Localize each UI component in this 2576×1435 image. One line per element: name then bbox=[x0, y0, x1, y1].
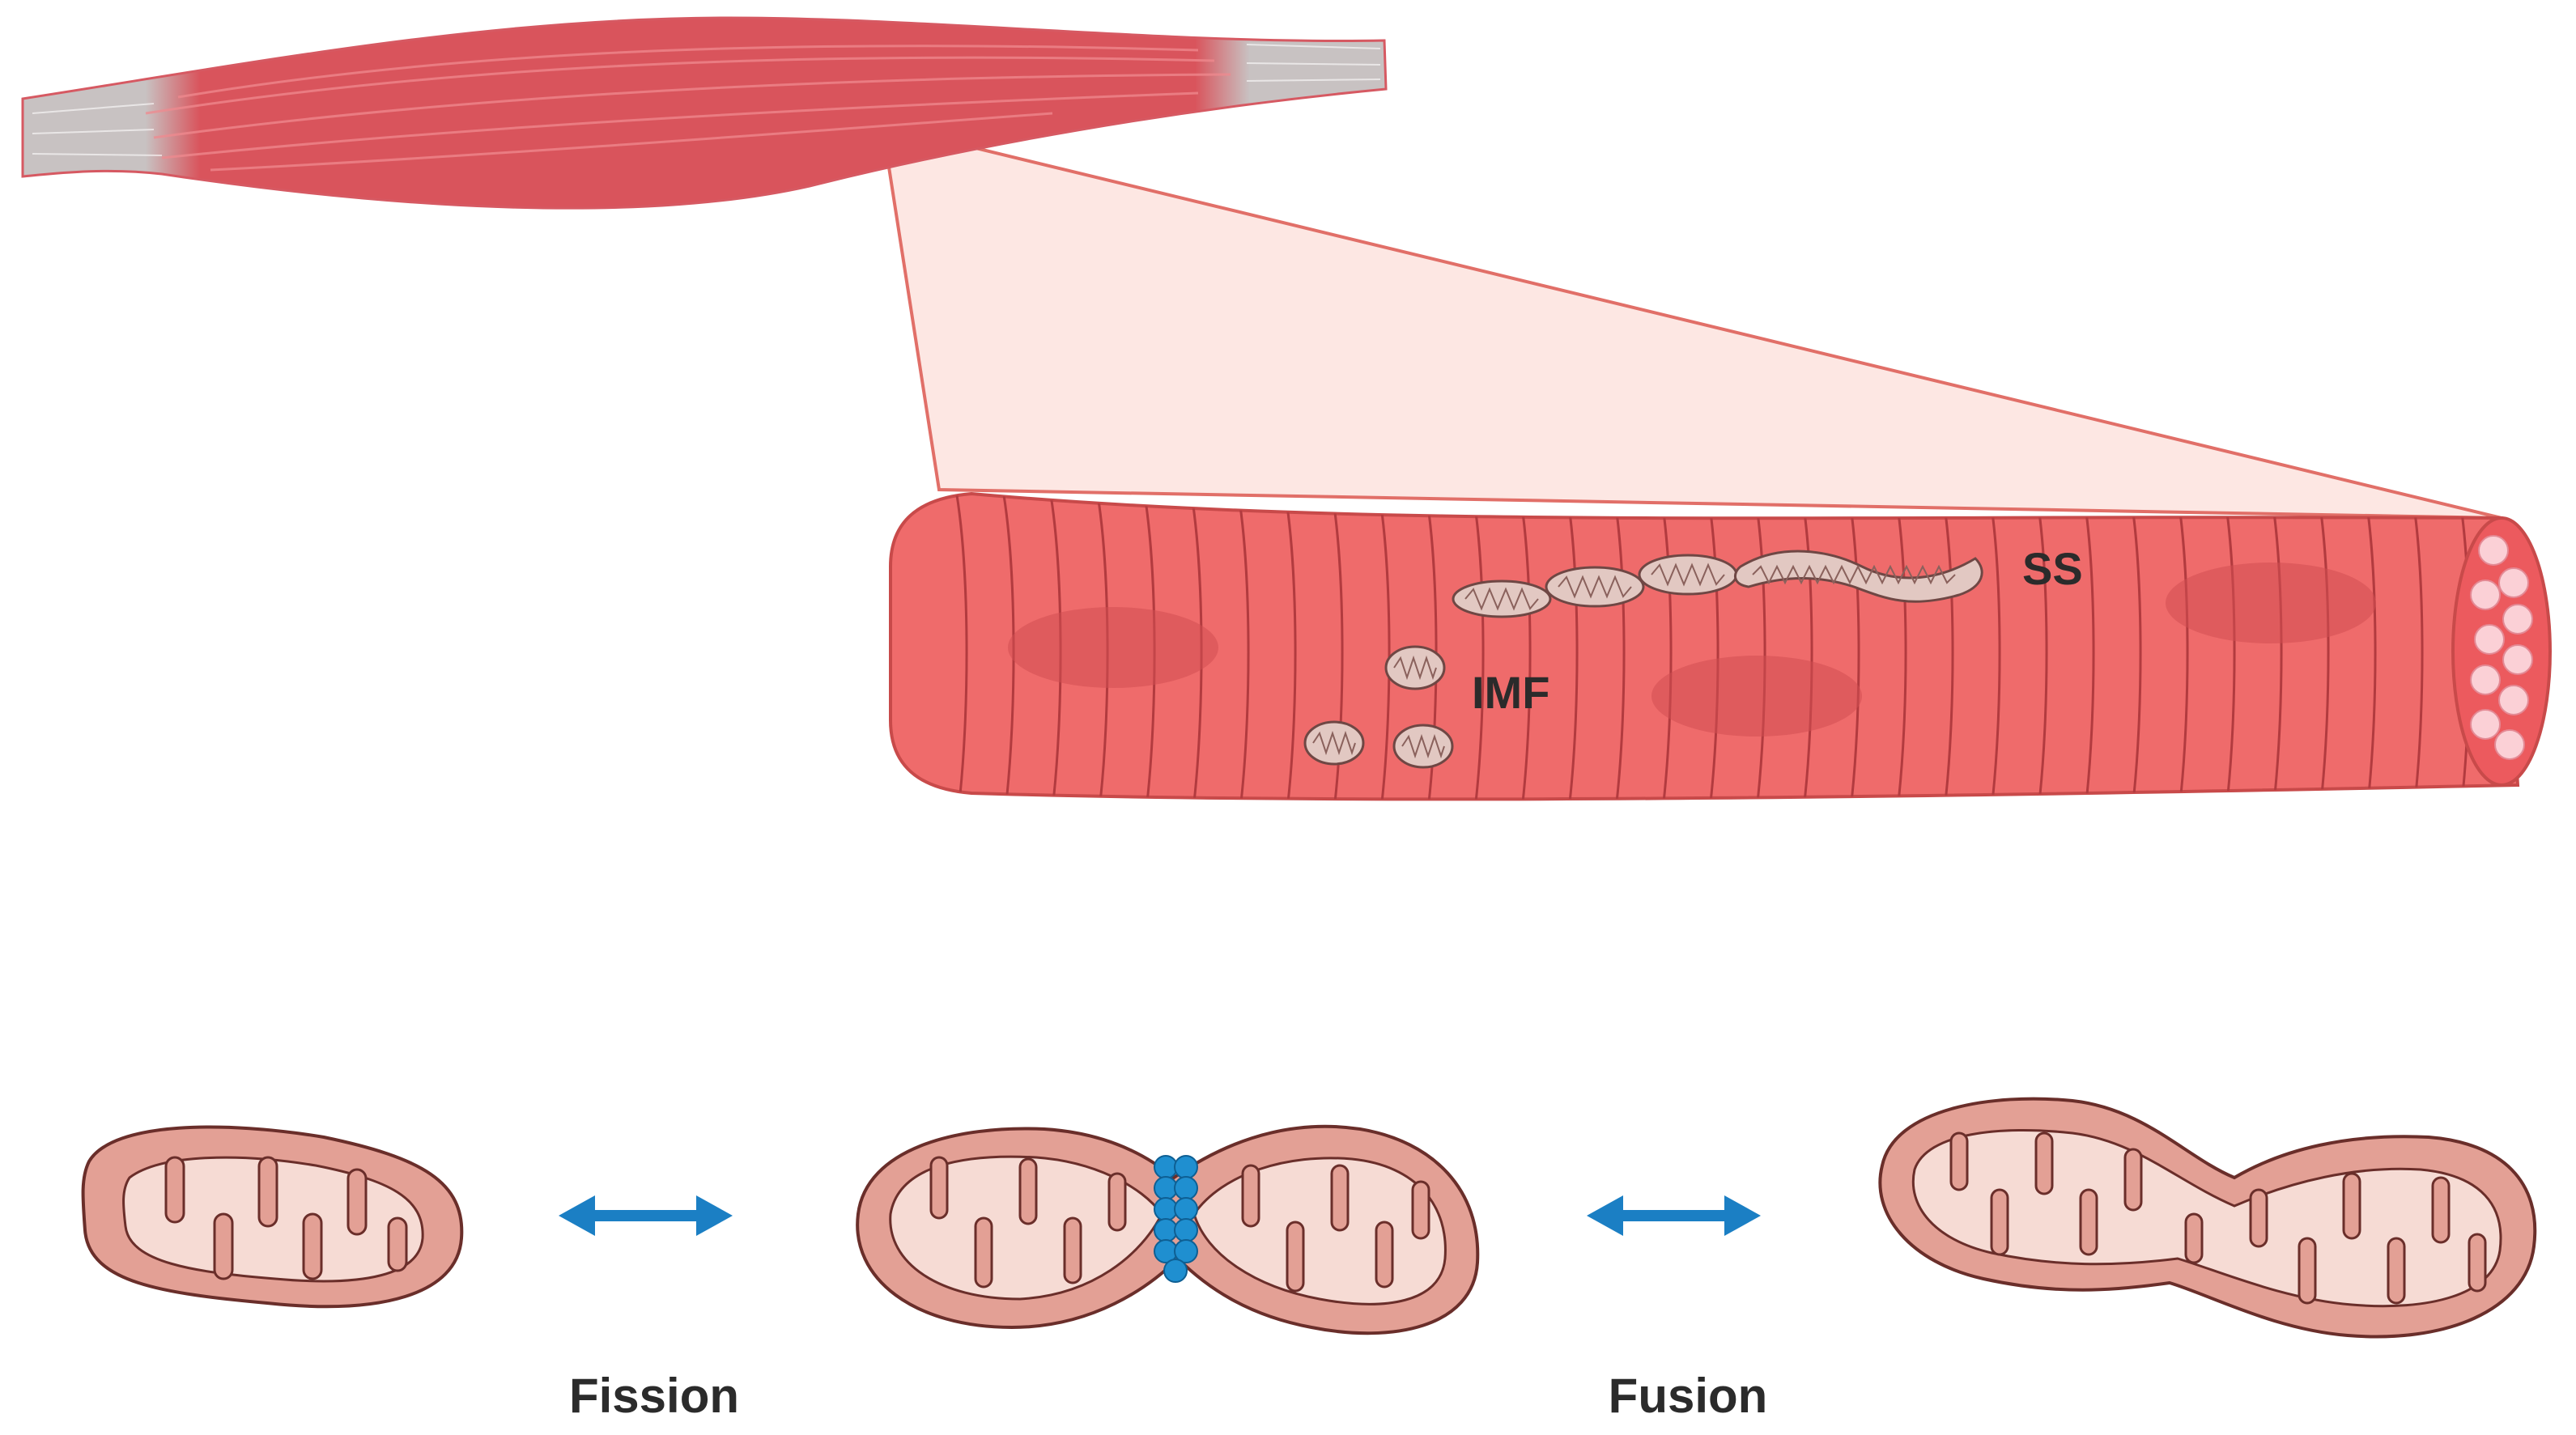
sarcomere-stripe bbox=[1517, 494, 1532, 800]
sarcomere-stripe bbox=[1987, 494, 2001, 800]
sarcomere-stripe bbox=[2174, 494, 2189, 800]
sarcomere-stripe bbox=[1423, 494, 1438, 800]
sarcomere-stripe bbox=[1329, 494, 1344, 800]
fused-mitochondrion-icon bbox=[1878, 1097, 2537, 1339]
sarcomere-stripe bbox=[2362, 494, 2377, 800]
sarcomere-stripe bbox=[2221, 494, 2236, 800]
fission-arrow bbox=[559, 1195, 733, 1236]
sarcomere-stripe bbox=[2315, 494, 2330, 800]
fission-label: Fission bbox=[569, 1369, 739, 1423]
imf-label: IMF bbox=[1472, 667, 1549, 718]
sarcomere-stripe bbox=[2409, 494, 2424, 800]
sarcomere-stripe bbox=[2128, 494, 2142, 800]
sarcomere-stripe bbox=[954, 494, 968, 800]
muscle-fiber-icon: SS IMF bbox=[889, 491, 2552, 801]
dividing-mitochondrion-icon bbox=[856, 1124, 1480, 1335]
sarcomere-stripe bbox=[1564, 494, 1579, 800]
fission-protein-ring bbox=[1154, 1155, 1198, 1283]
sarcomere-stripe bbox=[2081, 494, 2095, 800]
sarcomere-stripe bbox=[2034, 494, 2048, 800]
sarcomere-stripe bbox=[1752, 494, 1766, 800]
sarcomere-stripe bbox=[1893, 494, 1907, 800]
whole-muscle-icon bbox=[21, 16, 1388, 210]
zoom-wedge bbox=[880, 123, 2502, 520]
sarcomere-stripe bbox=[1376, 494, 1391, 800]
mitochondrion-icon bbox=[81, 1125, 464, 1309]
fusion-arrow bbox=[1587, 1195, 1761, 1236]
sarcomere-stripe bbox=[1799, 494, 1813, 800]
sarcomere-stripe bbox=[1235, 494, 1250, 800]
sarcomere-stripe bbox=[1282, 494, 1297, 800]
sarcomere-stripe bbox=[1940, 494, 1954, 800]
fusion-label: Fusion bbox=[1609, 1369, 1768, 1423]
sarcomere-stripe bbox=[1658, 494, 1673, 800]
sarcomere-stripe bbox=[1470, 494, 1485, 800]
sarcomere-stripe bbox=[1705, 494, 1719, 800]
ss-label: SS bbox=[2022, 543, 2083, 594]
sarcomere-stripe bbox=[1611, 494, 1626, 800]
sarcomere-stripe bbox=[1846, 494, 1860, 800]
